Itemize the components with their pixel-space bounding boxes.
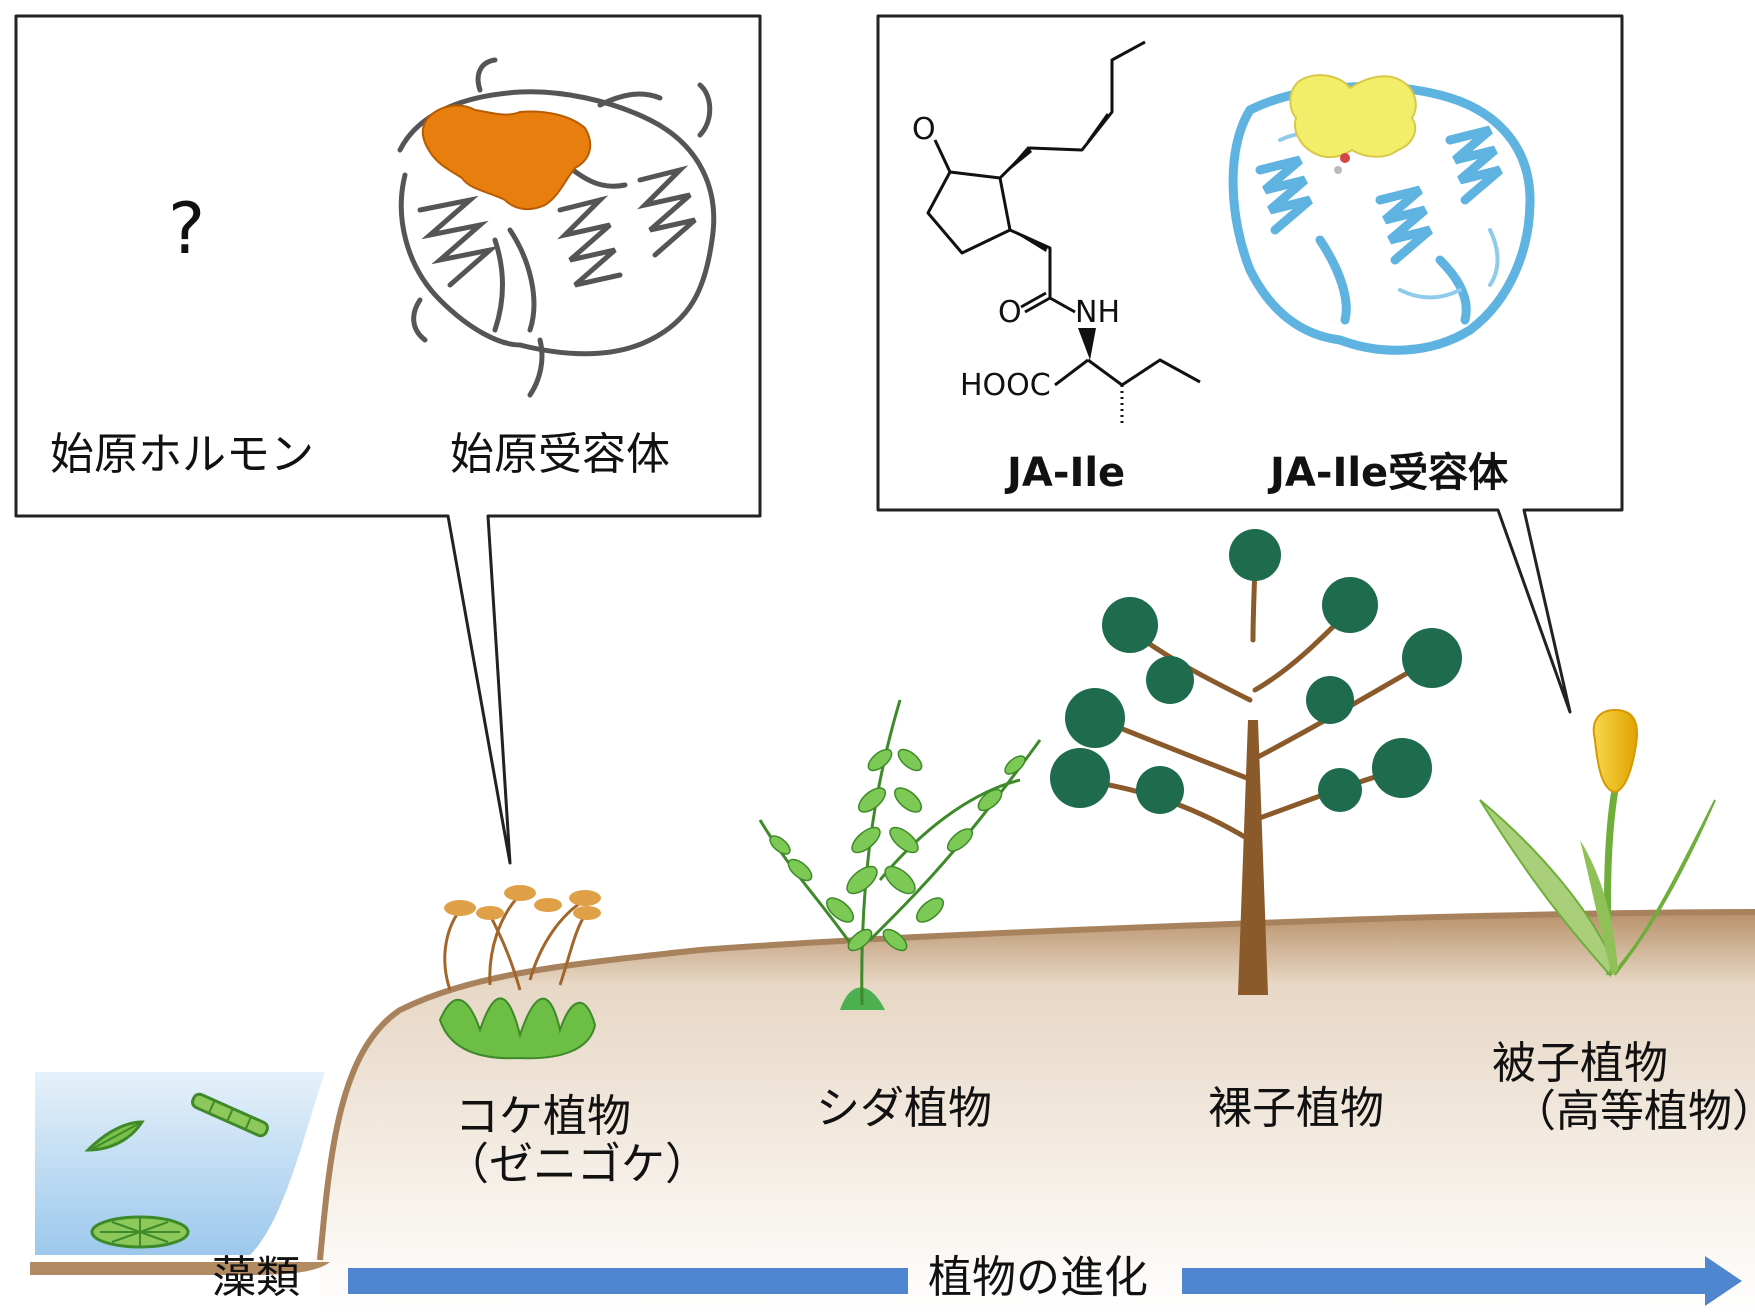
ja-ile-receptor-structure [1228,74,1535,355]
acid-label: HOOC [960,368,1051,403]
gymnosperm-label: 裸子植物 [1208,1083,1384,1134]
ja-ile-receptor-label: JA-Ile受容体 [1270,450,1509,496]
algae-illustration [84,1092,269,1249]
angiosperm-label-line2: （高等植物） [1512,1086,1755,1138]
ground [317,909,1755,1313]
amide-oxygen-label: O [998,295,1022,330]
moss-illustration [438,885,601,1060]
moss-label-line1: コケ植物 [455,1091,631,1142]
ketone-oxygen-label: O [912,112,936,147]
callout-right [876,14,1624,714]
stereo-wedges [1000,146,1096,360]
fern-label: シダ植物 [816,1083,992,1134]
fern-illustration [758,699,1042,1010]
moss-label: コケ植物 （ゼニゴケ） [445,1091,709,1190]
nh-label: NH [1075,295,1120,330]
algae-label: 藻類 [212,1252,300,1303]
evolution-arrow-label: 植物の進化 [928,1252,1148,1303]
angiosperm-label: 被子植物 （高等植物） [1492,1038,1755,1138]
ja-ile-label: JA-Ile [1007,450,1126,496]
primitive-receptor-label: 始原受容体 [450,429,670,480]
angiosperm-label-line1: 被子植物 [1492,1038,1668,1089]
primitive-receptor-structure [397,57,717,398]
water [30,1072,330,1275]
primitive-hormone-label: 始原ホルモン [50,429,314,480]
moss-label-line2: （ゼニゴケ） [445,1139,709,1191]
question-mark: ? [168,188,206,270]
angiosperm-tulip-illustration [1479,708,1716,978]
gymnosperm-tree-illustration [1050,529,1462,995]
evolution-arrow [348,1256,1742,1306]
